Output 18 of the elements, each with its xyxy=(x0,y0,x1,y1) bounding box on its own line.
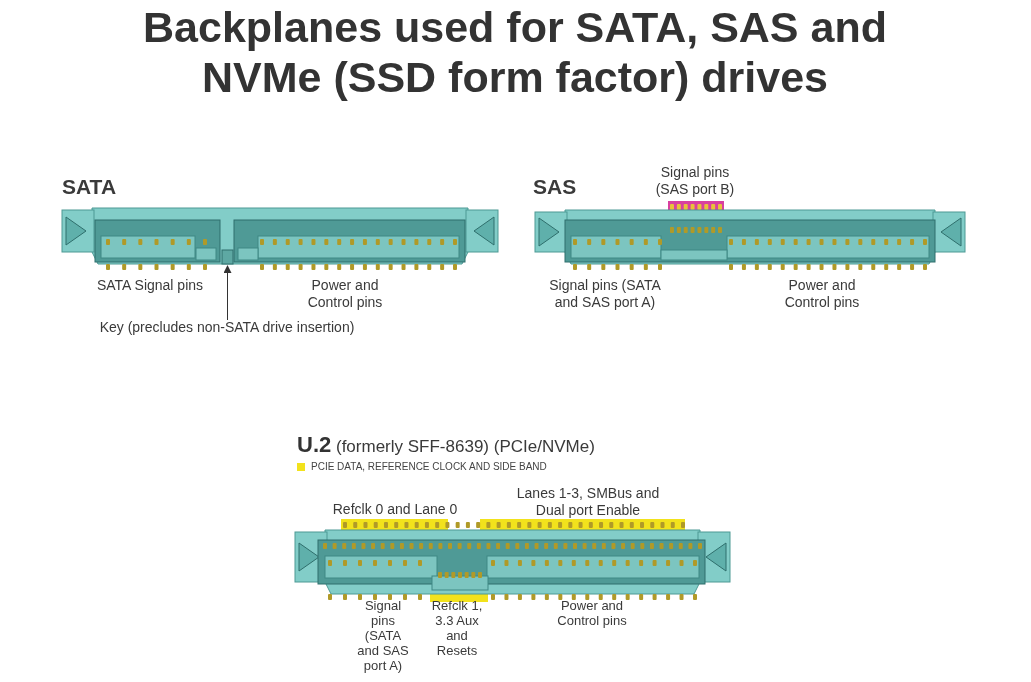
pin-label: Power and Control pins xyxy=(556,598,628,628)
pin-label: Refclk 0 and Lane 0 xyxy=(331,501,459,518)
pin-label: Signal pins (SATA and SAS port A) xyxy=(356,598,410,673)
title: Backplanes used for SATA, SAS and NVMe (SSD form factor) drives xyxy=(142,2,888,102)
connector-heading: SAS xyxy=(533,175,577,199)
pin-label: Power and Control pins xyxy=(306,277,384,311)
legend-text: PCIE DATA, REFERENCE CLOCK AND SIDE BAND xyxy=(311,461,547,473)
leader-line xyxy=(223,265,232,321)
pin-label: Signal pins (SAS port B) xyxy=(654,164,736,198)
connector-heading: U.2 (formerly SFF-8639) (PCIe/NVMe) xyxy=(297,433,595,459)
pin-label: Lanes 1-3, SMBus and Dual port Enable xyxy=(515,485,661,519)
pin-label: Power and Control pins xyxy=(783,277,861,311)
key-notch xyxy=(221,249,234,265)
pin-label: Signal pins (SATA and SAS port A) xyxy=(548,277,662,311)
pin-label: SATA Signal pins xyxy=(95,277,205,294)
pin-label: Refclk 1, 3.3 Aux and Resets xyxy=(430,598,484,658)
callout-text: Key (precludes non-SATA drive insertion) xyxy=(87,319,367,336)
connector-heading: SATA xyxy=(62,175,117,199)
